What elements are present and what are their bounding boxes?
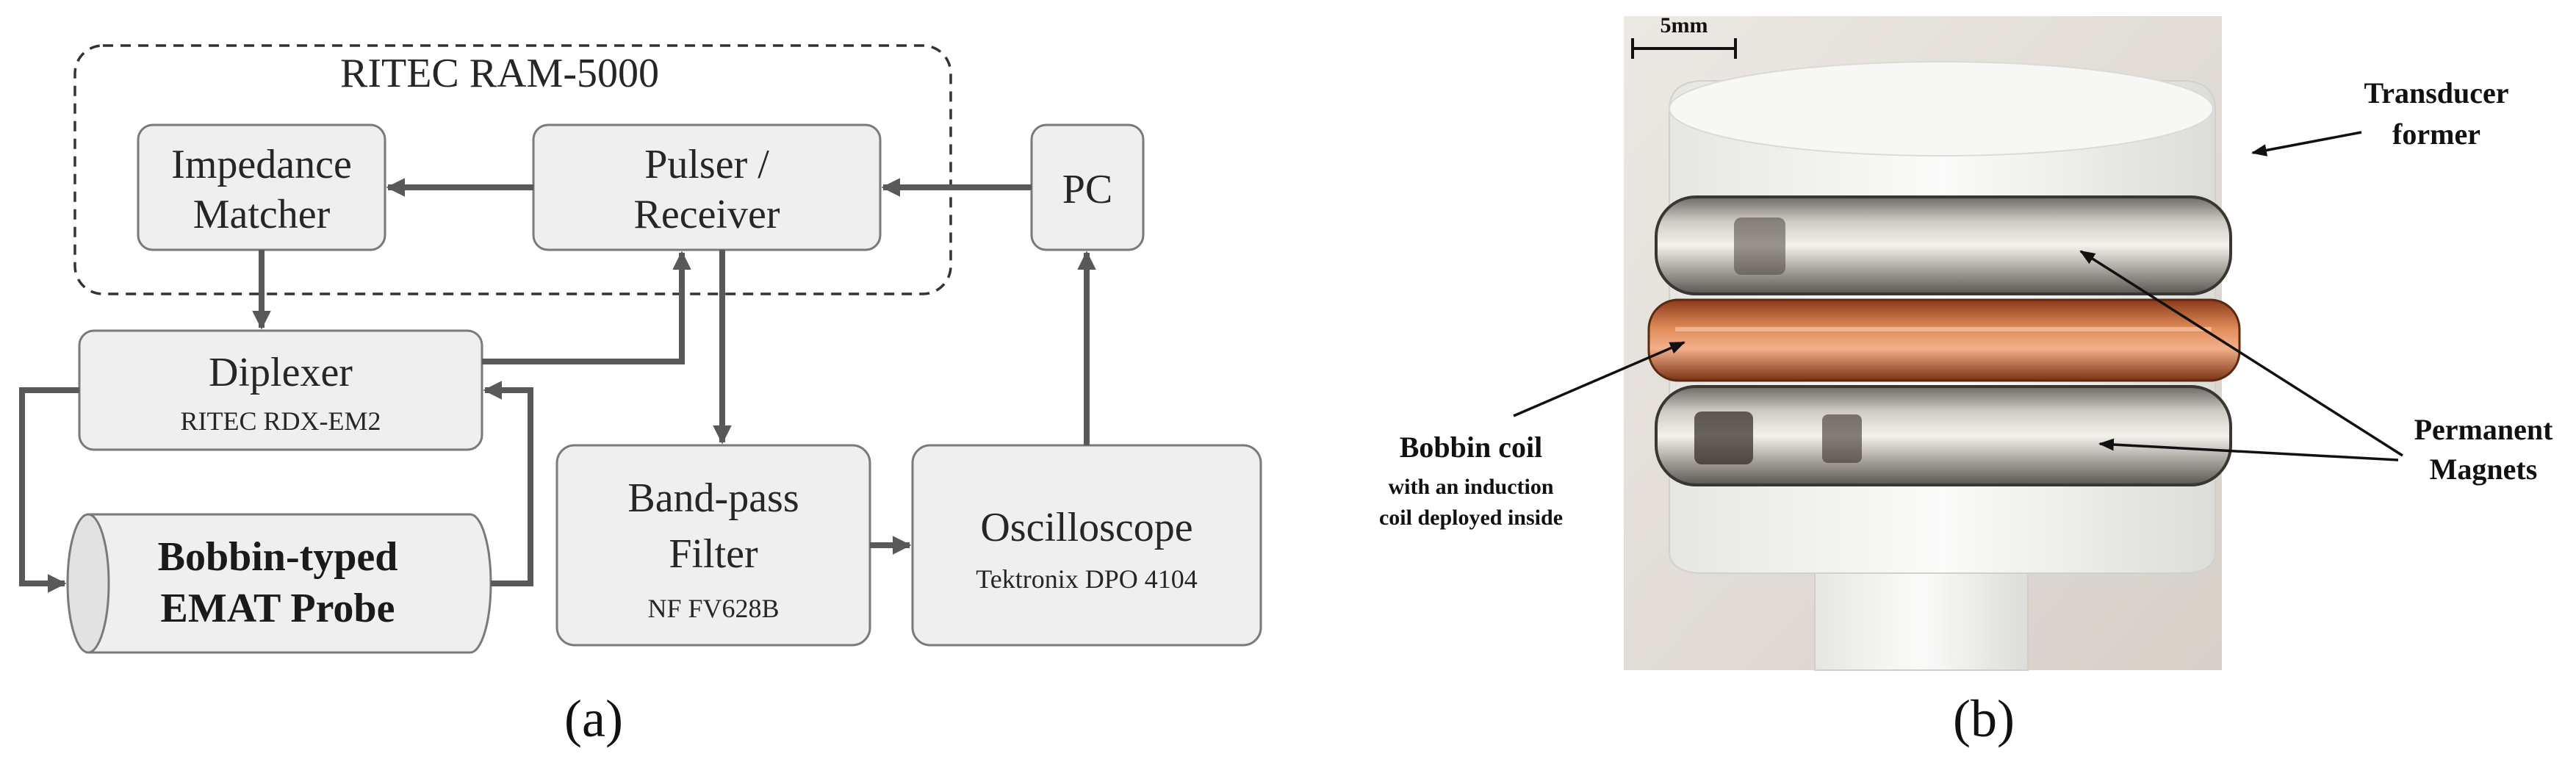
transducer-former-line1: Transducer [2364, 76, 2508, 109]
diplexer-title: Diplexer [209, 350, 353, 395]
scale-label: 5mm [1661, 13, 1708, 37]
permanent-magnets-line2: Magnets [2430, 453, 2538, 486]
panel-a-diagram: RITEC RAM-5000 Impedance Matcher Pulser … [19, 44, 1262, 748]
caption-a: (a) [564, 689, 623, 748]
group-label: RITEC RAM-5000 [340, 51, 659, 96]
bandpass-title-line2: Filter [669, 531, 758, 577]
diplexer-model: RITEC RDX-EM2 [181, 406, 381, 436]
scale-bar [1631, 38, 1737, 59]
edge-diplexer-to-pulser [482, 251, 691, 364]
oscilloscope-title: Oscilloscope [980, 505, 1192, 550]
arrow-bobbin-coil [1513, 341, 1685, 417]
caption-b: (b) [1953, 689, 2015, 748]
lower-magnet-dark-spot-2 [1822, 414, 1862, 463]
arrow-transducer-former [2251, 131, 2362, 157]
pc-label: PC [1062, 167, 1113, 212]
ritec-ram5000-group [73, 44, 952, 295]
transducer-former-line2: former [2392, 118, 2480, 151]
emat-probe-cylinder [66, 513, 492, 654]
edge-probe-to-diplexer [483, 381, 533, 586]
former-stem [1814, 572, 2029, 671]
upper-magnet-reflection [1734, 218, 1785, 275]
impedance-matcher-line2: Matcher [193, 192, 331, 237]
lower-magnet-dark-spot-1 [1694, 411, 1753, 464]
arrow-magnet-lower [2098, 438, 2399, 461]
lower-magnet [1655, 385, 2232, 486]
oscilloscope-model: Tektronix DPO 4104 [976, 564, 1197, 594]
pulser-receiver-line2: Receiver [634, 192, 780, 237]
panel-b-photo: 5mm Transducer former Bobbin coil with a… [1379, 13, 2553, 748]
probe-line1: Bobbin-typed [158, 534, 398, 580]
former-top-face [1669, 61, 2214, 157]
impedance-matcher-line1: Impedance [171, 142, 352, 187]
arrow-magnet-upper [2079, 250, 2403, 457]
pulser-receiver-line1: Pulser / [644, 142, 769, 187]
upper-magnet [1655, 195, 2232, 295]
edge-diplexer-to-probe [19, 387, 79, 593]
permanent-magnets-line1: Permanent [2414, 413, 2554, 446]
bandpass-title-line1: Band-pass [627, 475, 799, 521]
probe-line2: EMAT Probe [161, 586, 395, 631]
bobbin-coil-line3: coil deployed inside [1379, 506, 1563, 530]
bobbin-coil-photo [1647, 298, 2241, 382]
bandpass-model: NF FV628B [647, 594, 779, 623]
bobbin-coil-line1: Bobbin coil [1400, 431, 1543, 464]
bobbin-coil-line2: with an induction [1388, 475, 1553, 499]
